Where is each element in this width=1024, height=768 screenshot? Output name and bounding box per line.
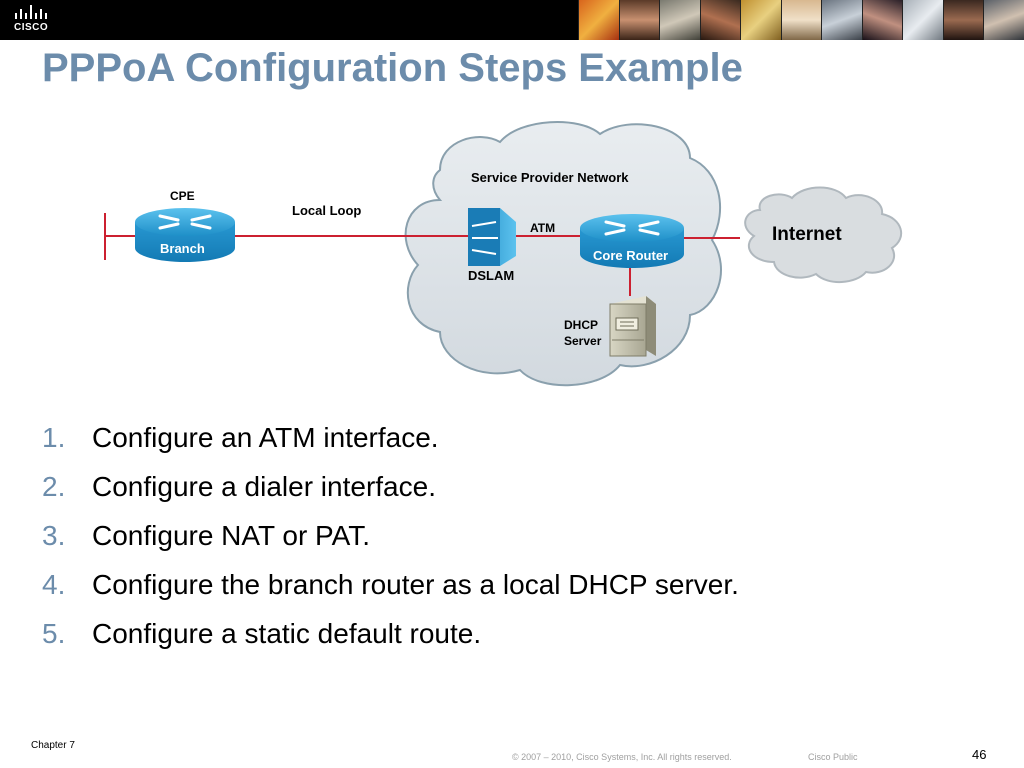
- list-item: 2. Configure a dialer interface.: [42, 471, 739, 520]
- config-steps-list: 1. Configure an ATM interface. 2. Config…: [42, 422, 739, 667]
- step-text: Configure NAT or PAT.: [92, 520, 371, 551]
- header-bar: CISCO: [0, 0, 1024, 40]
- header-photo: [902, 0, 943, 40]
- step-number: 1.: [42, 422, 66, 453]
- slide-title: PPPoA Configuration Steps Example: [42, 46, 743, 90]
- list-item: 1. Configure an ATM interface.: [42, 422, 739, 471]
- sp-network-label: Service Provider Network: [471, 170, 629, 185]
- list-item: 3. Configure NAT or PAT.: [42, 520, 739, 569]
- dslam-label: DSLAM: [468, 268, 515, 283]
- atm-label: ATM: [530, 221, 556, 235]
- internet-cloud: [744, 186, 903, 283]
- list-item: 4. Configure the branch router as a loca…: [42, 569, 739, 618]
- header-photo: [578, 0, 619, 40]
- header-photo: [659, 0, 700, 40]
- core-router-icon: [580, 214, 684, 268]
- header-photo: [699, 0, 741, 40]
- header-photo: [740, 0, 781, 40]
- local-loop-label: Local Loop: [292, 203, 362, 218]
- dhcp-label-line1: DHCP: [564, 318, 599, 332]
- dslam-icon: [468, 208, 516, 266]
- step-text: Configure an ATM interface.: [92, 422, 439, 453]
- step-number: 2.: [42, 471, 66, 502]
- step-text: Configure a static default route.: [92, 618, 482, 649]
- internet-label: Internet: [772, 224, 842, 245]
- footer-classification: Cisco Public: [808, 752, 858, 762]
- step-number: 4.: [42, 569, 66, 600]
- core-router-label: Core Router: [593, 248, 669, 263]
- network-diagram-svg: [104, 121, 903, 387]
- footer-copyright: © 2007 – 2010, Cisco Systems, Inc. All r…: [512, 752, 732, 762]
- page-number: 46: [972, 747, 987, 762]
- network-diagram: Service Provider Network CPE Local Loop …: [0, 110, 1024, 400]
- header-photo: [861, 0, 903, 40]
- list-item: 5. Configure a static default route.: [42, 618, 739, 667]
- step-text: Configure a dialer interface.: [92, 471, 436, 502]
- logo-wordmark: CISCO: [14, 22, 49, 33]
- footer-chapter: Chapter 7: [31, 740, 75, 751]
- step-number: 5.: [42, 618, 66, 649]
- step-number: 3.: [42, 520, 66, 551]
- branch-router-icon: [135, 208, 235, 262]
- header-photo: [780, 0, 822, 40]
- step-text: Configure the branch router as a local D…: [92, 569, 739, 600]
- header-photo: [821, 0, 862, 40]
- photo-strip: [578, 0, 1024, 40]
- header-photo: [618, 0, 660, 40]
- dhcp-server-icon: [609, 296, 656, 357]
- dhcp-label-line2: Server: [564, 334, 602, 348]
- header-photo: [942, 0, 984, 40]
- branch-label: Branch: [160, 241, 205, 256]
- cisco-logo-icon: [15, 5, 47, 19]
- header-photo: [983, 0, 1024, 40]
- cpe-label: CPE: [170, 189, 195, 203]
